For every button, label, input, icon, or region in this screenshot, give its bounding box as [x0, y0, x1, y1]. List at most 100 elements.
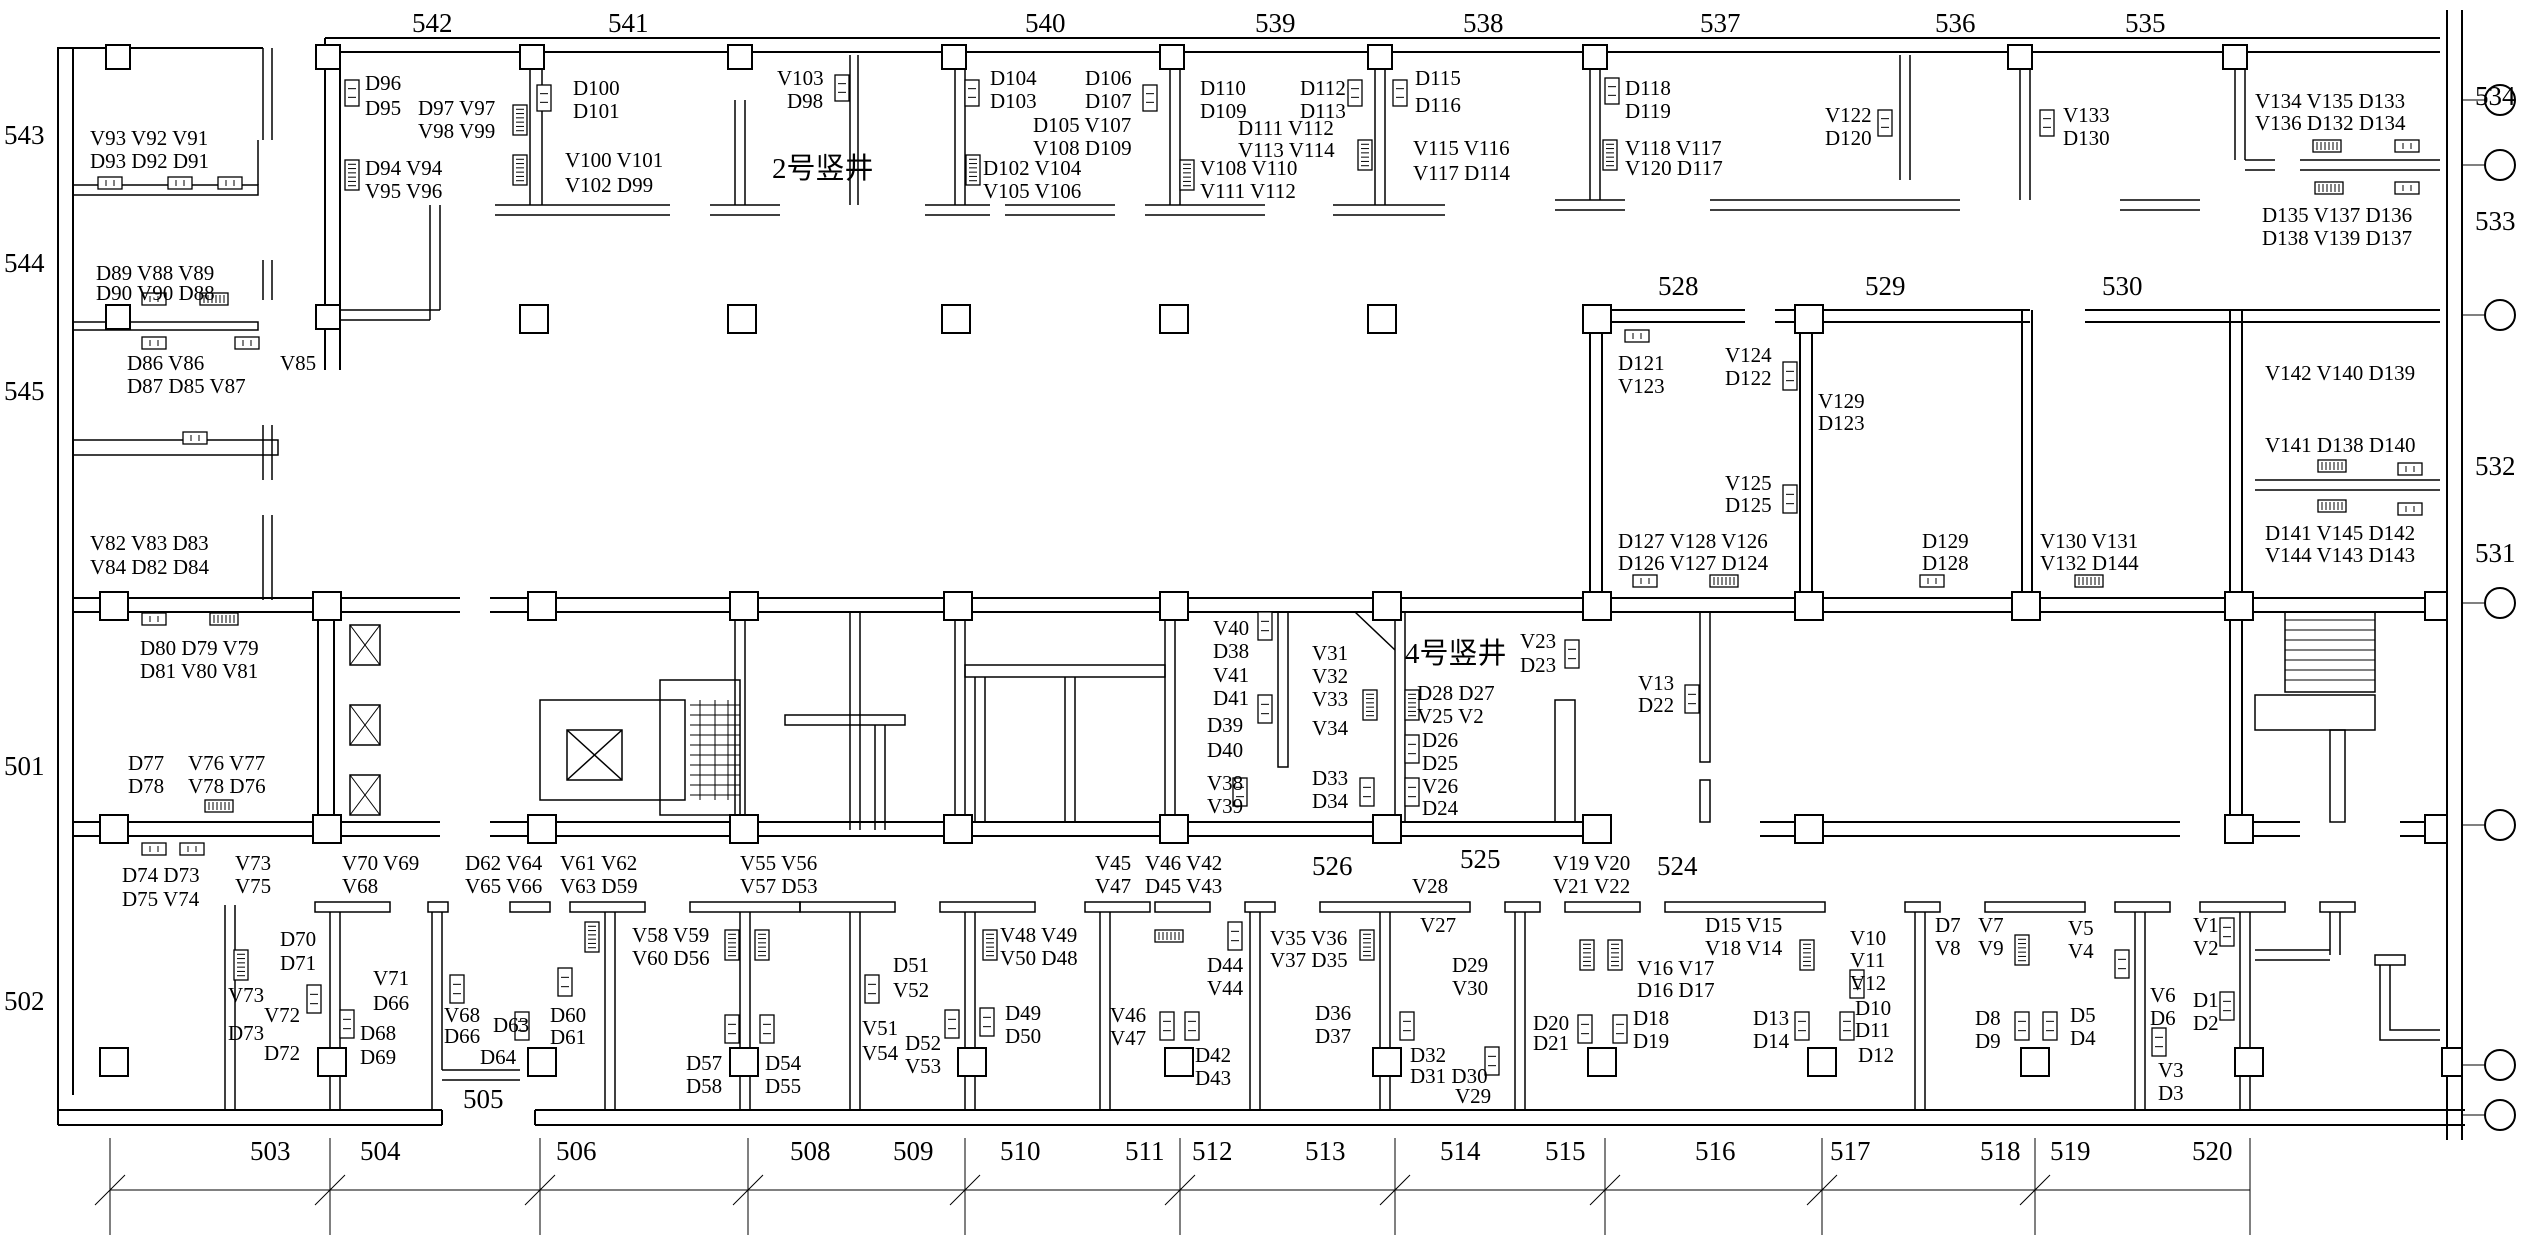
device-symbol [724, 929, 740, 961]
device-label: V33 [1312, 687, 1348, 711]
column [312, 591, 342, 621]
device-label: V93 V92 V91 [90, 126, 208, 150]
device-label: V85 [280, 351, 316, 375]
device-label: V12 [1850, 971, 1886, 995]
column [1794, 814, 1824, 844]
axis-circle [2484, 809, 2516, 841]
device-label: V45 [1095, 851, 1131, 875]
column [527, 591, 557, 621]
device-label: D98 [787, 89, 823, 113]
device-symbol [1709, 574, 1739, 588]
device-label: D120 [1825, 126, 1872, 150]
device-label: V29 [1455, 1084, 1491, 1108]
device-label: D78 [128, 774, 164, 798]
device-symbol [339, 1009, 355, 1039]
device-label: D135 V137 D136 [2262, 203, 2412, 227]
device-symbol [2014, 934, 2030, 966]
device-label: D20 [1533, 1011, 1569, 1035]
device-label: V47 [1095, 874, 1131, 898]
device-label: V5 [2068, 916, 2094, 940]
column [1159, 814, 1189, 844]
room-number: 506 [556, 1136, 597, 1166]
device-label: V41 [1213, 663, 1249, 687]
column [315, 304, 341, 330]
device-label: V71 [373, 966, 409, 990]
device-label: V1 [2193, 913, 2219, 937]
device-label: D73 [228, 1021, 264, 1045]
device-symbol [1877, 109, 1893, 137]
device-symbol [2042, 1011, 2058, 1041]
device-label: D14 [1753, 1029, 1790, 1053]
room-number: 539 [1255, 8, 1296, 38]
column [2007, 44, 2033, 70]
device-symbol [1154, 929, 1184, 943]
axis-circle [2484, 1049, 2516, 1081]
shaft-2-label: 2号竖井 [772, 152, 874, 185]
room-number: 514 [1440, 1136, 1481, 1166]
device-label: D103 [990, 89, 1037, 113]
device-symbol [204, 799, 234, 813]
device-symbol [514, 1011, 530, 1041]
device-label: V124 [1725, 343, 1772, 367]
device-symbol [964, 79, 980, 107]
device-symbol [1919, 574, 1945, 588]
device-label: V53 [905, 1054, 941, 1078]
device-symbol [344, 159, 360, 191]
device-symbol [182, 431, 208, 445]
device-label: V18 V14 [1705, 936, 1783, 960]
device-label: V37 D35 [1270, 948, 1348, 972]
device-label: D18 [1633, 1006, 1669, 1030]
device-label: D52 [905, 1031, 941, 1055]
device-label: D81 V80 V81 [140, 659, 258, 683]
column [1582, 44, 1608, 70]
device-label: D64 [480, 1045, 517, 1069]
room-number: 501 [4, 751, 45, 781]
device-label: V27 [1420, 913, 1456, 937]
device-symbol [1849, 969, 1865, 999]
column [941, 44, 967, 70]
device-symbol [1579, 939, 1595, 971]
device-symbol [965, 154, 981, 186]
device-label: D43 [1195, 1066, 1231, 1090]
device-label: V58 V59 [632, 923, 709, 947]
column [727, 44, 753, 70]
device-label: V144 V143 D143 [2265, 543, 2415, 567]
room-number: 504 [360, 1136, 401, 1166]
device-label: D107 [1085, 89, 1132, 113]
device-symbol [179, 842, 205, 856]
device-label: D112 [1300, 76, 1346, 100]
room-number: 503 [250, 1136, 291, 1166]
column [2011, 591, 2041, 621]
column [729, 1047, 759, 1077]
device-label: V21 V22 [1553, 874, 1630, 898]
device-label: D9 [1975, 1029, 2001, 1053]
room-number: 518 [1980, 1136, 2021, 1166]
axis-markers [2462, 84, 2516, 1131]
device-label: D12 [1858, 1043, 1894, 1067]
device-label: D29 [1452, 953, 1488, 977]
column [1372, 814, 1402, 844]
device-label: V39 [1207, 794, 1243, 818]
room-number: 545 [4, 376, 45, 406]
column [1367, 304, 1397, 334]
device-label: D37 [1315, 1024, 1351, 1048]
device-label: V52 [893, 978, 929, 1002]
device-symbol [1632, 574, 1658, 588]
device-label: V103 [777, 66, 824, 90]
device-symbol [1362, 689, 1378, 721]
column [1587, 1047, 1617, 1077]
column [943, 814, 973, 844]
device-label: D11 [1855, 1018, 1890, 1042]
column [99, 814, 129, 844]
device-label: V60 D56 [632, 946, 710, 970]
device-symbol [1257, 694, 1273, 724]
room-number: 502 [4, 986, 45, 1016]
column [1794, 591, 1824, 621]
column [2020, 1047, 2050, 1077]
device-symbol [209, 612, 239, 626]
room-number: 542 [412, 8, 453, 38]
device-label: V134 V135 D133 [2255, 89, 2405, 113]
column [1582, 304, 1612, 334]
device-label: D66 [373, 991, 409, 1015]
device-label: V78 D76 [188, 774, 266, 798]
